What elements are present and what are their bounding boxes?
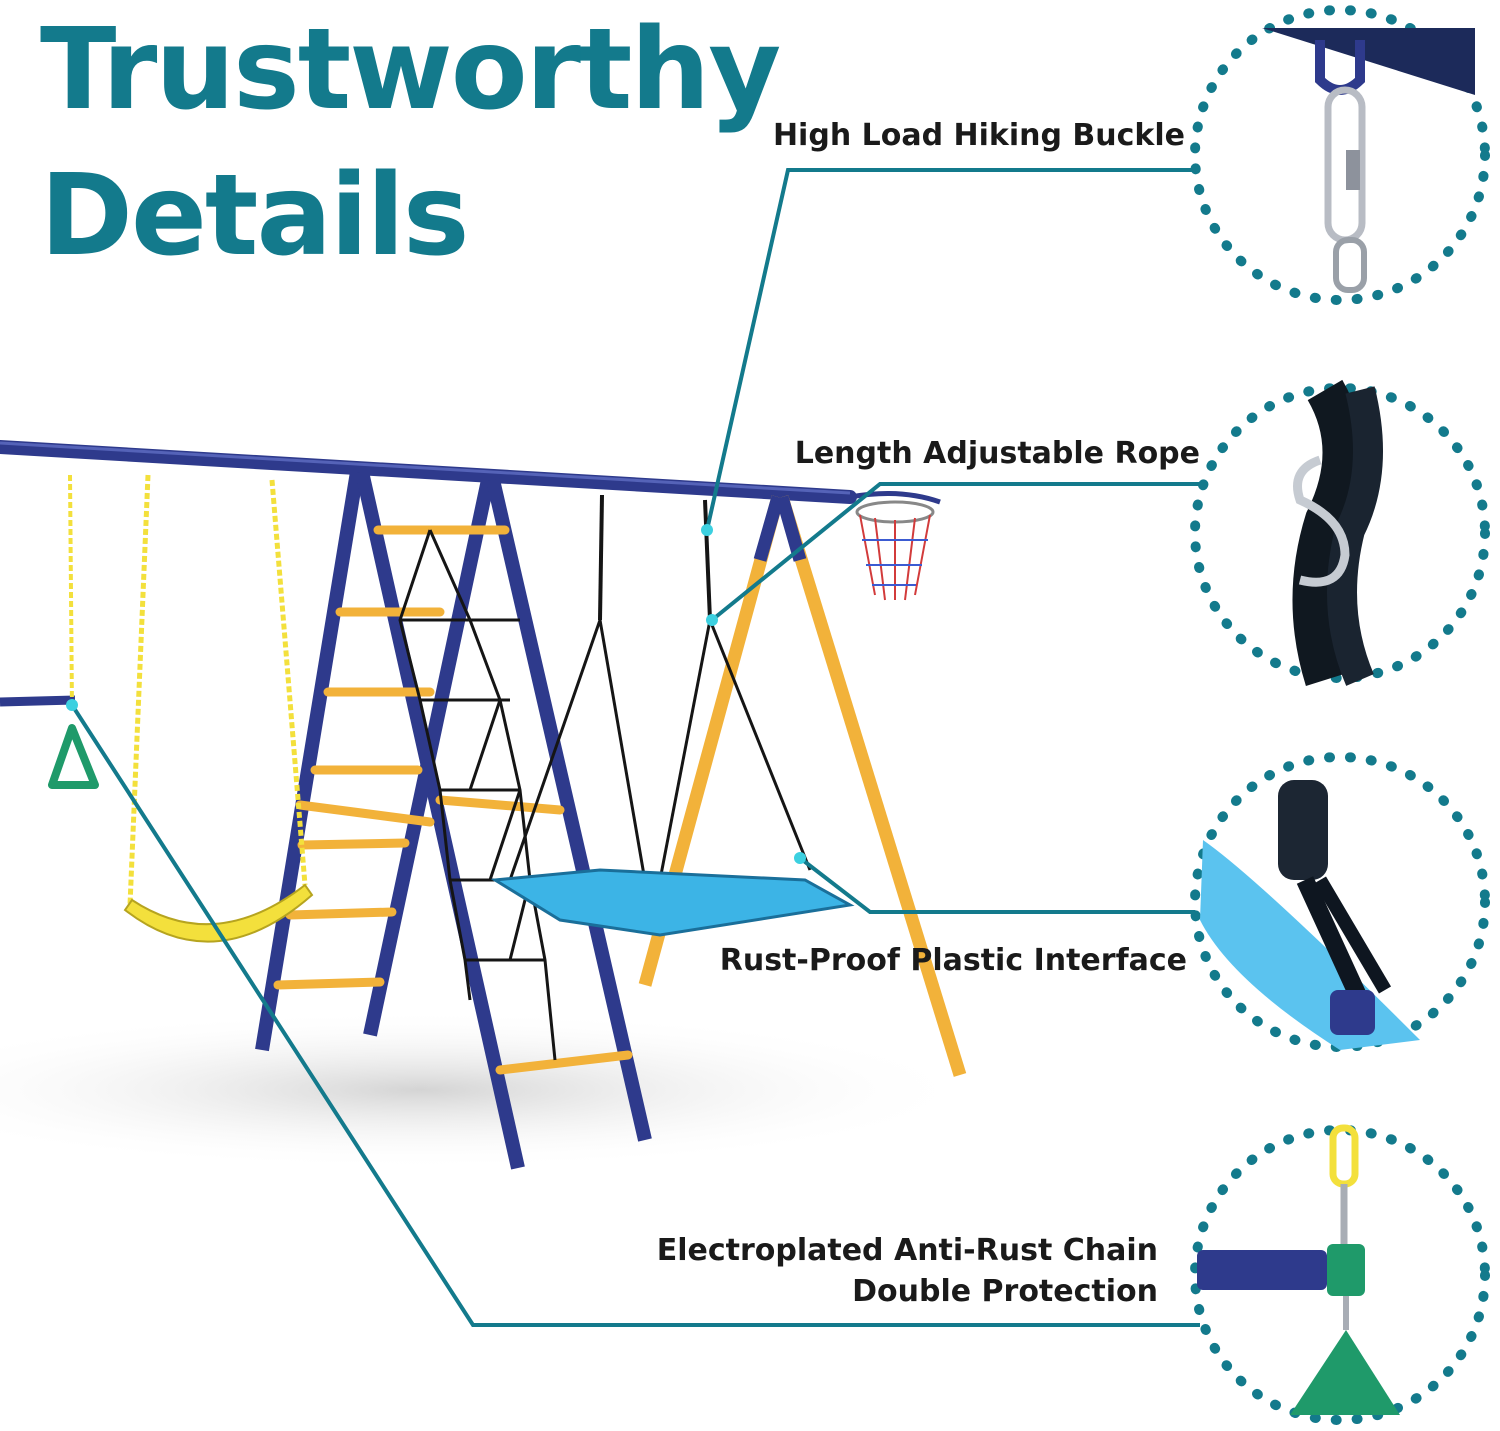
- belt-swing: [123, 474, 314, 943]
- platform-swing: [490, 494, 855, 937]
- detail-circle-buckle: [1190, 5, 1490, 305]
- page-title-line1: Trustworthy: [40, 5, 781, 135]
- swing-frame: [638, 495, 967, 1077]
- top-beam: [0, 440, 941, 505]
- callout-label-interface: Rust-Proof Plastic Interface: [719, 943, 1187, 978]
- ladder-frame: [255, 470, 652, 1170]
- ground-shadow: [0, 1010, 980, 1170]
- climbing-net: [398, 529, 557, 1061]
- callout-label-chain-line1: Electroplated Anti-Rust Chain: [656, 1233, 1158, 1268]
- callout-label-chain-line2: Double Protection: [852, 1274, 1158, 1309]
- detail-circle-chain: [1190, 1124, 1490, 1425]
- carabiner-icon: [1262, 28, 1475, 293]
- trapeze-arm: [0, 695, 76, 707]
- rope-hook-icon: [1292, 379, 1383, 686]
- page-title-line2: Details: [40, 151, 469, 281]
- callout-dots: [66, 524, 806, 864]
- callout-label-buckle: High Load Hiking Buckle: [772, 118, 1185, 153]
- callout-label-rope: Length Adjustable Rope: [794, 436, 1200, 471]
- rope-connector-icon: [1200, 780, 1420, 1050]
- detail-circle-rope: [1190, 379, 1490, 686]
- chain-bracket-icon: [1197, 1124, 1400, 1415]
- basketball-hoop: [855, 500, 935, 601]
- detail-circle-interface: [1190, 752, 1490, 1052]
- callout-lines: [70, 168, 1200, 1327]
- trapeze-ring: [48, 474, 99, 789]
